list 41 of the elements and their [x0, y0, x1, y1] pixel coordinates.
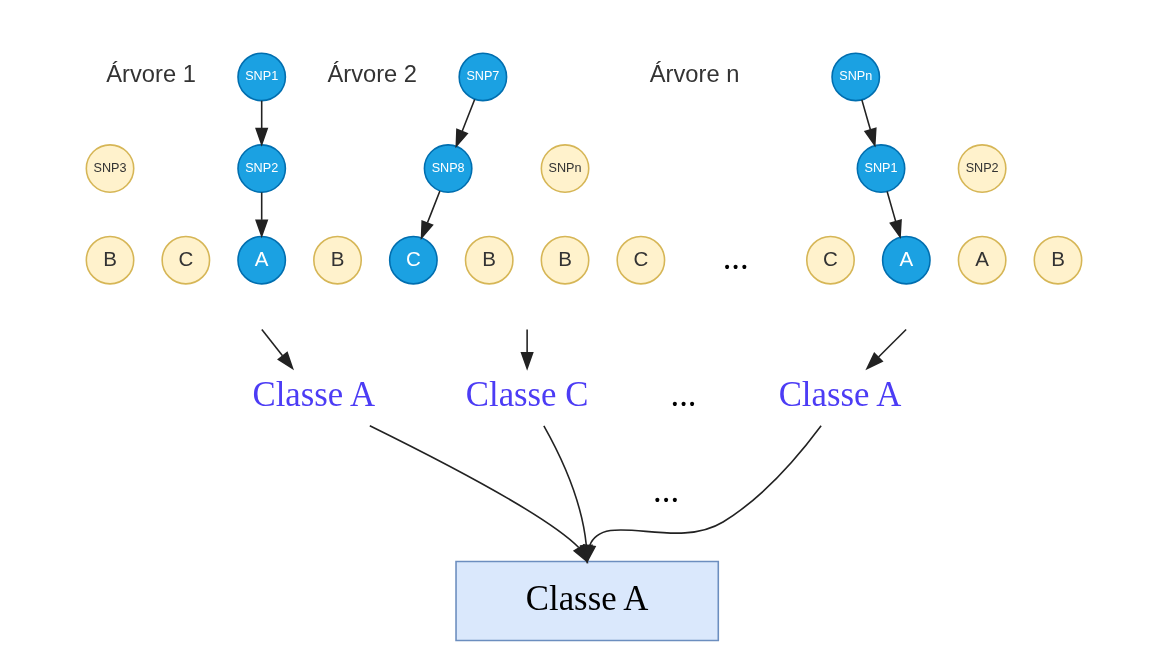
label: ...: [670, 375, 697, 415]
node-circle: C: [616, 235, 666, 285]
label: Árvore n: [649, 61, 740, 88]
node-circle: SNP2: [957, 144, 1007, 193]
arrow: [261, 328, 294, 371]
node-text: Classe A: [778, 375, 902, 415]
label: Árvore 2: [327, 61, 418, 88]
node-circle: C: [388, 235, 438, 285]
arrow: [420, 190, 441, 240]
node-circle: SNP1: [237, 52, 287, 102]
node-circle: A: [957, 235, 1007, 285]
arrow: [583, 425, 822, 564]
node-circle: C: [806, 235, 855, 285]
node-circle: SNP1: [856, 144, 906, 193]
arrow: [255, 191, 269, 239]
node-text: Classe C: [465, 375, 589, 415]
arrow: [865, 328, 907, 371]
node-circle: A: [237, 235, 287, 285]
node-circle: B: [313, 235, 363, 285]
arrow: [520, 328, 534, 371]
node-circle: B: [85, 235, 135, 285]
arrow: [886, 190, 902, 240]
node-circle: A: [881, 235, 931, 285]
node-text: Classe A: [252, 375, 376, 415]
arrow: [455, 98, 476, 149]
node-circle: SNPn: [831, 52, 881, 102]
node-circle: SNPn: [540, 144, 590, 193]
arrow: [861, 99, 877, 148]
node-circle: B: [1033, 235, 1083, 285]
node-box: Classe A: [455, 560, 720, 642]
node-circle: C: [161, 235, 211, 285]
label: Árvore 1: [106, 61, 196, 88]
node-circle: SNP7: [458, 52, 508, 102]
node-circle: B: [464, 235, 514, 285]
node-circle: SNP8: [423, 144, 473, 193]
node-circle: B: [540, 235, 590, 285]
node-circle: SNP3: [85, 144, 135, 193]
label: ...: [653, 471, 680, 511]
node-circle: SNP2: [237, 144, 287, 193]
label: ...: [722, 238, 749, 278]
arrow: [255, 100, 269, 147]
